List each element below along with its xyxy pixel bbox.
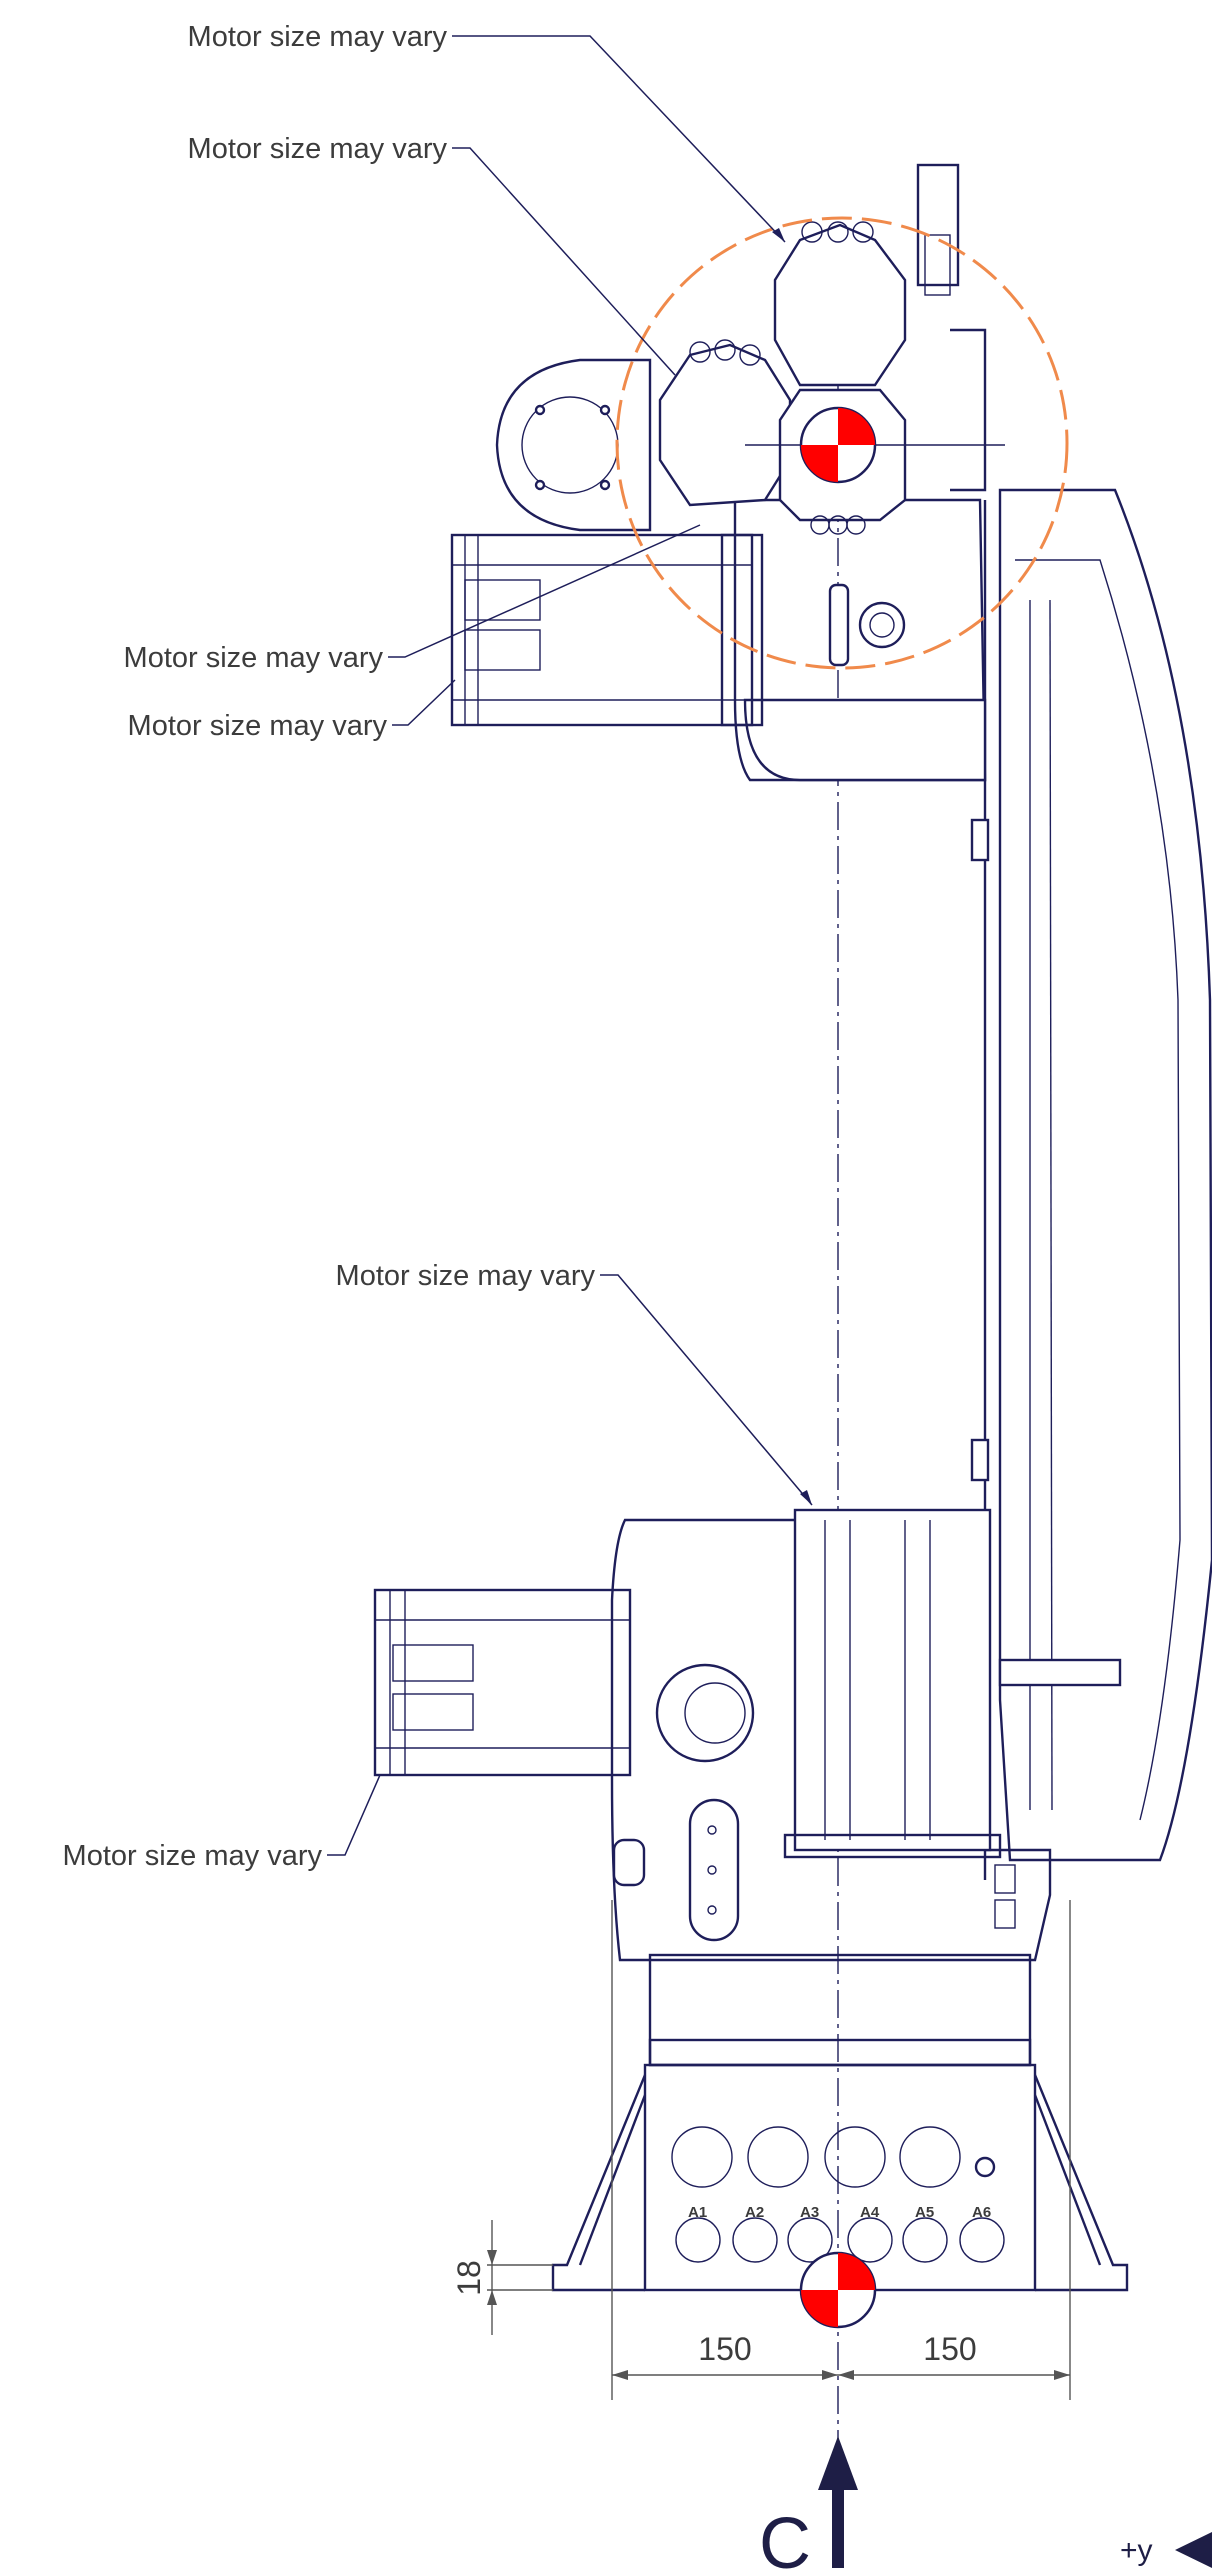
motor-middle-left [658,339,792,507]
motor-callout-label: Motor size may vary [128,710,388,742]
motor-callout-label: Motor size may vary [188,133,448,165]
leader-line-1 [452,35,786,243]
motor-callout-label: Motor size may vary [336,1260,596,1292]
motor-callout-label: Motor size may vary [63,1840,323,1872]
leader-line-3 [388,524,701,658]
center-of-gravity-marker-base [799,2251,877,2329]
motor-callout-label: Motor size may vary [124,642,384,674]
leader-line-2 [452,147,676,376]
leader-line-4 [392,679,456,726]
port-label: A4 [860,2204,880,2221]
view-marker-label: C [759,2504,811,2575]
port-label: A6 [972,2204,991,2221]
dimension-value-left: 150 [698,2331,751,2367]
motor-highlight-circle [615,216,1069,670]
axis-label-y: +y [1120,2534,1153,2567]
dimension-150-150 [611,1900,1071,2400]
port-label: A5 [915,2204,934,2221]
port-label: A1 [688,2204,707,2221]
dimension-value-height: 18 [451,2260,487,2296]
center-of-gravity-marker-upper [799,406,877,484]
dimension-value-right: 150 [923,2331,976,2367]
axis-arrow-left-icon [1175,2532,1212,2568]
lower-left-motor-block [373,1588,632,1777]
wrist-housing [733,163,987,782]
robot-base [551,1953,1129,2292]
lower-housing [610,1508,1052,1962]
port-label: A2 [745,2204,764,2221]
view-arrow-c [818,2436,858,2568]
port-label: A3 [800,2204,819,2221]
motor-top [773,221,907,387]
dimension-18 [487,2220,553,2335]
upper-arm-link [970,488,1212,1880]
motor-callout-label: Motor size may vary [188,21,448,53]
round-cover [495,358,652,532]
leader-line-6 [327,1774,381,1856]
leader-line-5 [600,1274,813,1506]
